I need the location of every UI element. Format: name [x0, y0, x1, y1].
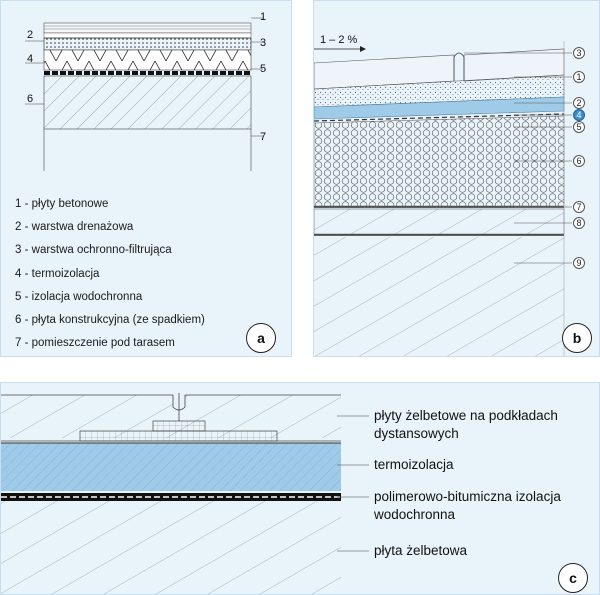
- panel-badge-b: b: [562, 323, 592, 353]
- callout-9: 9: [573, 257, 585, 269]
- legend-item: 6 - płyta konstrukcyjna (ze spadkiem): [15, 313, 205, 326]
- label-insulation: termoizolacja: [374, 457, 454, 472]
- callout-2: 2: [573, 97, 585, 109]
- panel-b: 1 – 2 % 3 1 2 4 5 6 7 8 9 b: [313, 0, 600, 357]
- layer-number-7: 7: [260, 131, 267, 143]
- label-waterproofing: polimerowo-bitumiczna izolacja wodochron…: [374, 489, 561, 522]
- legend-item: 3 - warstwa ochronno-filtrująca: [15, 244, 172, 257]
- legend-item: 1 - płyty betonowe: [15, 198, 109, 210]
- label-base-slab: płyta żelbetowa: [374, 543, 468, 558]
- layer-legend: 1 - płyty betonowe 2 - warstwa drenażowa…: [15, 193, 205, 355]
- base-slab: [1, 501, 341, 594]
- callout-8: 8: [573, 217, 585, 229]
- legend-item: 4 - termoizolacja: [15, 267, 100, 280]
- layer-number-1: 1: [260, 11, 267, 23]
- layer-structural-slab: [43, 75, 252, 130]
- legend-item: 7 - pomieszczenie pod tarasem: [15, 337, 175, 350]
- callout-6: 6: [573, 155, 585, 167]
- pedestal-base: [79, 430, 278, 442]
- label-slabs: płyty żelbetowe na podkładach dystansowy…: [374, 408, 558, 441]
- layer-protective-filter: [43, 37, 252, 51]
- panel-a: 1 2 3 4 5 6 7 1 - płyty betonowe 2 - war…: [0, 0, 292, 357]
- panel-b-section-drawing: [314, 41, 572, 356]
- panel-badge-a: a: [246, 323, 276, 353]
- panel-a-section-drawing: [25, 17, 263, 171]
- callout-3: 3: [573, 47, 585, 59]
- callout-5: 5: [573, 121, 585, 133]
- layer-concrete-tiles: [43, 22, 252, 34]
- legend-item: 5 - izolacja wodochronna: [15, 290, 143, 303]
- legend-item: 2 - warstwa drenażowa: [15, 221, 134, 234]
- callout-7: 7: [573, 201, 585, 213]
- slope-label: 1 – 2 %: [320, 34, 358, 46]
- panel-c: płyty żelbetowe na podkładach dystansowy…: [0, 382, 600, 595]
- waterproofing-layer: [1, 493, 341, 501]
- layer-number-2: 2: [27, 29, 34, 41]
- layer-number-4: 4: [27, 53, 34, 65]
- layer-number-5: 5: [260, 63, 267, 75]
- panel-badge-c: c: [558, 563, 588, 593]
- pedestal-top: [152, 420, 206, 432]
- callout-1: 1: [573, 71, 585, 83]
- layer-number-6: 6: [27, 93, 34, 105]
- callout-4: 4: [573, 109, 585, 121]
- tile-joint: [453, 52, 465, 81]
- panel-c-section-drawing: [1, 393, 369, 594]
- layer-number-3: 3: [260, 37, 267, 49]
